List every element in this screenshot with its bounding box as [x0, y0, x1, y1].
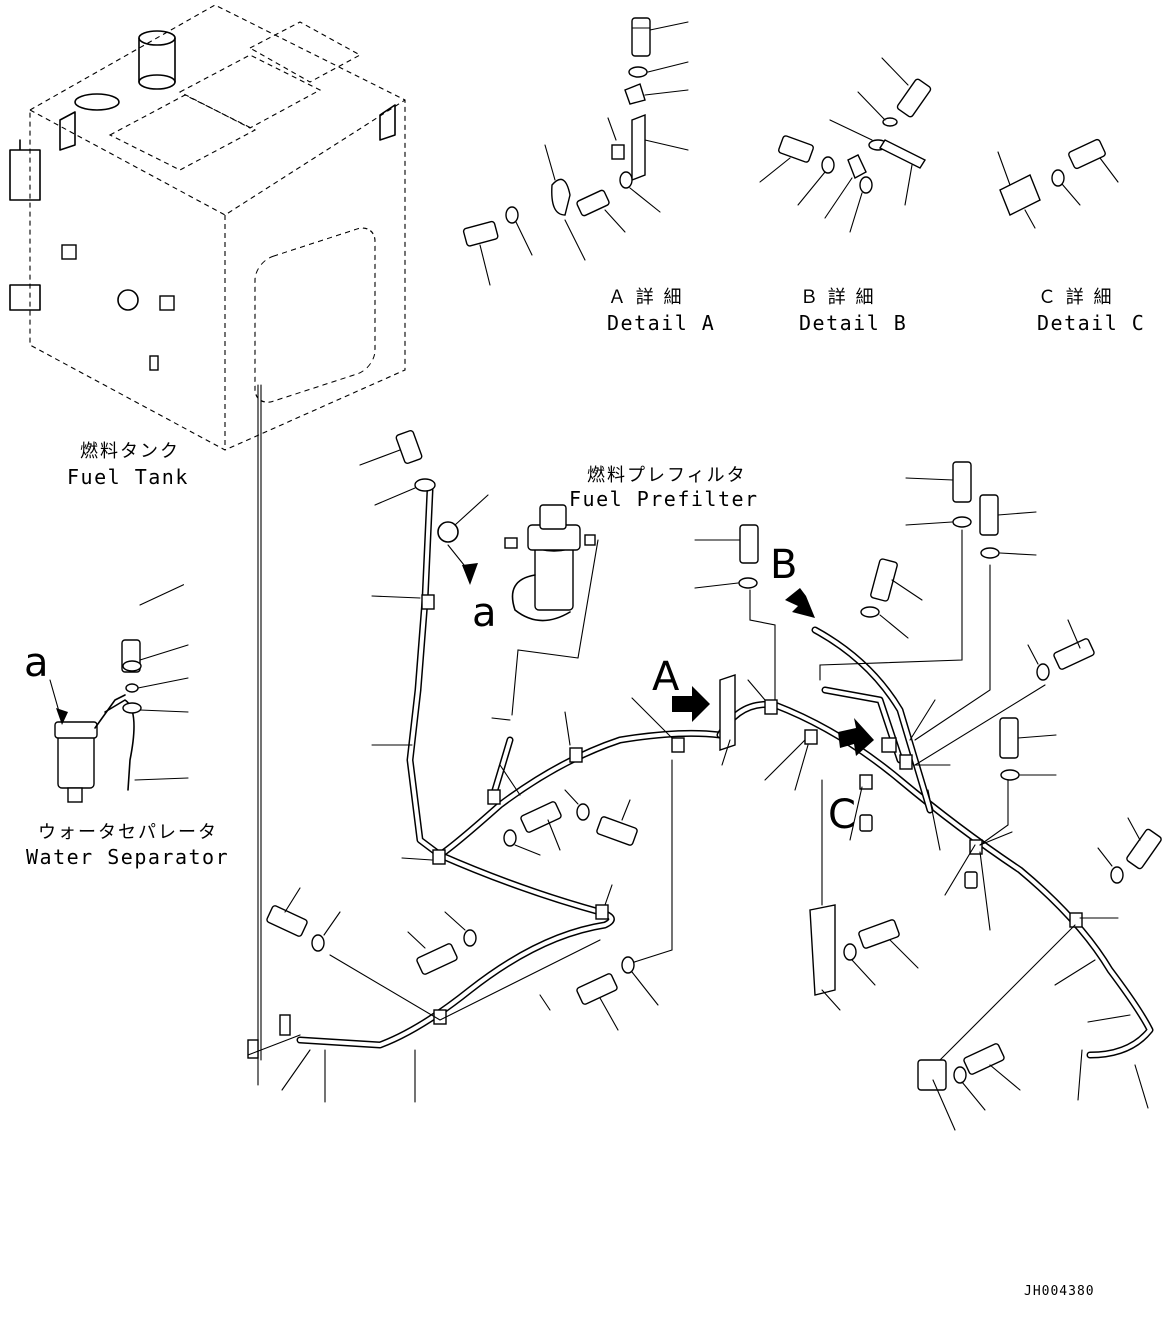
bolts-and-washers — [266, 461, 1162, 1111]
detail-b-en-label: Detail B — [799, 311, 907, 335]
direction-arrows — [447, 544, 874, 756]
marker-a-left: a — [24, 640, 49, 686]
fuel-tank-jp-label: 燃料タンク — [80, 441, 180, 462]
drawing-reference-number: JH004380 — [1024, 1284, 1095, 1299]
callout-leaders — [247, 449, 1149, 1131]
hose-routing — [247, 429, 1154, 1091]
marker-B: B — [770, 542, 797, 588]
detail-b-drawing — [759, 57, 932, 233]
fuel-tank-en-label: Fuel Tank — [67, 465, 189, 489]
detail-a-drawing — [462, 17, 689, 286]
detail-b-jp-label: Ｂ 詳 細 — [800, 287, 875, 308]
fuel-prefilter-en-label: Fuel Prefilter — [569, 487, 759, 511]
detail-a-jp-label: Ａ 詳 細 — [608, 287, 683, 308]
water-separator-drawing — [49, 584, 189, 803]
water-separator-en-label: Water Separator — [26, 845, 229, 869]
detail-c-drawing — [997, 138, 1119, 229]
marker-C: C — [828, 792, 856, 838]
marker-A: A — [652, 654, 680, 700]
fuel-prefilter-jp-label: 燃料プレフィルタ — [587, 465, 747, 486]
fuel-prefilter-drawing — [504, 504, 599, 716]
detail-c-en-label: Detail C — [1037, 311, 1145, 335]
detail-a-en-label: Detail A — [607, 311, 715, 335]
marker-a-main: a — [472, 590, 497, 636]
fuel-tank-drawing — [9, 4, 406, 1086]
water-separator-jp-label: ウォータセパレータ — [38, 822, 218, 843]
detail-c-jp-label: Ｃ 詳 細 — [1038, 287, 1113, 308]
